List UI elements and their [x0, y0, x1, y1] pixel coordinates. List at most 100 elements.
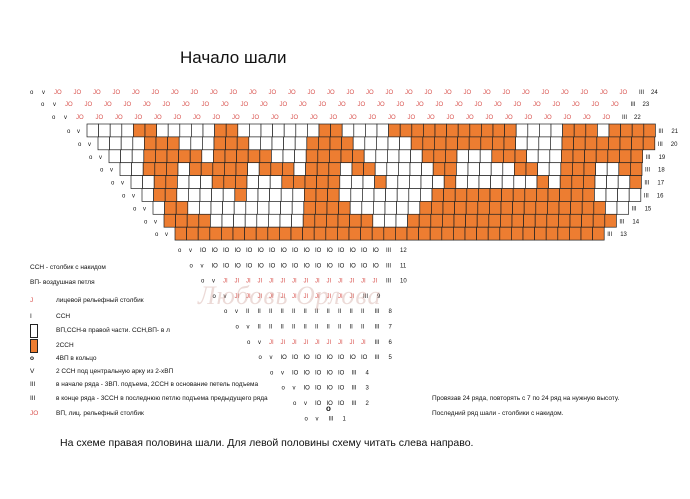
row-start-ring: o	[178, 248, 182, 254]
stitch-symbol: JO	[483, 90, 491, 96]
grid-cell	[383, 226, 396, 241]
grid-cell	[291, 213, 304, 228]
row-start-ring: o	[270, 370, 274, 376]
grid-cell	[628, 188, 642, 202]
grid-cell	[569, 226, 582, 241]
grid-cell	[222, 201, 235, 215]
stitch-symbol: IO	[292, 370, 299, 376]
grid-cell	[361, 201, 374, 215]
stitch-symbol: IO	[246, 248, 253, 254]
grid-cell	[582, 188, 595, 202]
grid-cell	[535, 201, 548, 215]
grid-cell	[248, 136, 261, 151]
grid-cell	[260, 123, 273, 138]
grid-cell	[420, 188, 433, 202]
grid-cell	[376, 136, 389, 151]
grid-cell	[489, 201, 502, 215]
grid-cell	[198, 213, 211, 228]
row-number: 10	[400, 279, 407, 285]
grid-cell	[468, 149, 481, 164]
grid-cell	[141, 188, 154, 202]
stitch-symbol: IO	[258, 248, 265, 254]
grid-cell	[351, 175, 364, 189]
grid-cell	[410, 149, 423, 164]
grid-cell	[487, 226, 501, 241]
stitch-symbol: IO	[292, 355, 299, 361]
grid-cell	[375, 149, 388, 164]
grid-cell	[348, 226, 361, 241]
grid-cell	[606, 175, 619, 189]
stitch-symbol: JO	[600, 90, 608, 96]
stitch-symbol: JI	[223, 279, 228, 285]
stitch-symbol: JI	[315, 340, 320, 346]
row-v-symbol: v	[235, 309, 238, 315]
grid-cell	[548, 175, 561, 189]
row-number: 1	[343, 416, 347, 422]
stitch-symbol: JO	[466, 115, 474, 121]
grid-cell	[167, 123, 181, 138]
stitch-symbol: II	[350, 325, 354, 331]
grid-cell	[455, 175, 468, 189]
stitch-symbol: JO	[405, 90, 413, 96]
row-end-symbol: III	[363, 294, 368, 300]
stitch-symbol: JI	[292, 340, 297, 346]
grid-cell	[514, 162, 527, 176]
row-end-symbol: III	[375, 309, 380, 315]
stitch-symbol: II	[269, 309, 273, 315]
grid-cell	[466, 188, 479, 202]
grid-cell	[630, 162, 643, 176]
grid-cell	[593, 201, 606, 215]
stitch-symbol: JI	[281, 279, 286, 285]
grid-cell	[536, 175, 549, 189]
legend-text: 2ССН	[56, 342, 74, 349]
stitch-symbol: II	[281, 309, 285, 315]
legend-text: ССН	[56, 313, 71, 320]
grid-cell	[608, 123, 621, 138]
stitch-symbol: IO	[315, 370, 322, 376]
grid-cell	[431, 188, 444, 202]
grid-cell	[409, 162, 422, 176]
grid-cell	[236, 136, 250, 151]
grid-cell	[454, 201, 467, 215]
row-number: 15	[645, 206, 652, 212]
grid-cell	[617, 188, 630, 202]
grid-cell	[479, 149, 493, 164]
grid-cell	[476, 213, 490, 228]
grid-cell	[584, 136, 598, 151]
stitch-symbol: JO	[327, 90, 335, 96]
stitch-symbol: JO	[503, 90, 511, 96]
grid-cell	[597, 123, 610, 138]
grid-cell	[165, 175, 178, 189]
grid-cell	[360, 226, 373, 241]
grid-cell	[156, 123, 169, 138]
grid-cell	[362, 175, 375, 189]
grid-cell	[330, 123, 343, 138]
grid-cell	[572, 149, 585, 164]
grid-cell	[504, 123, 517, 138]
grid-cell	[178, 149, 191, 164]
grid-cell	[515, 123, 529, 138]
grid-cell	[236, 149, 249, 164]
row-number: 19	[659, 155, 666, 161]
stitch-symbol: JO	[249, 90, 257, 96]
row-v-symbol: v	[258, 340, 261, 346]
stitch-symbol: JO	[581, 90, 589, 96]
stitch-symbol: JO	[486, 115, 494, 121]
grid-cell	[306, 136, 319, 151]
stitch-symbol: JO	[583, 115, 591, 121]
legend-symbol: I	[30, 313, 32, 320]
row-start-ring: o	[78, 142, 82, 148]
grid-cell	[178, 136, 192, 151]
stitch-symbol: IO	[223, 248, 230, 254]
grid-cell	[432, 175, 445, 189]
stitch-symbol: IO	[292, 248, 299, 254]
row-v-symbol: v	[143, 206, 146, 212]
stitch-symbol: JO	[592, 102, 600, 108]
row-end-symbol: III	[375, 340, 380, 346]
stitch-symbol: JO	[291, 115, 299, 121]
row-number: 16	[657, 194, 664, 200]
stitch-symbol: JO	[603, 115, 611, 121]
grid-cell	[200, 162, 214, 176]
stitch-symbol: IO	[338, 401, 345, 407]
grid-cell	[557, 226, 570, 241]
